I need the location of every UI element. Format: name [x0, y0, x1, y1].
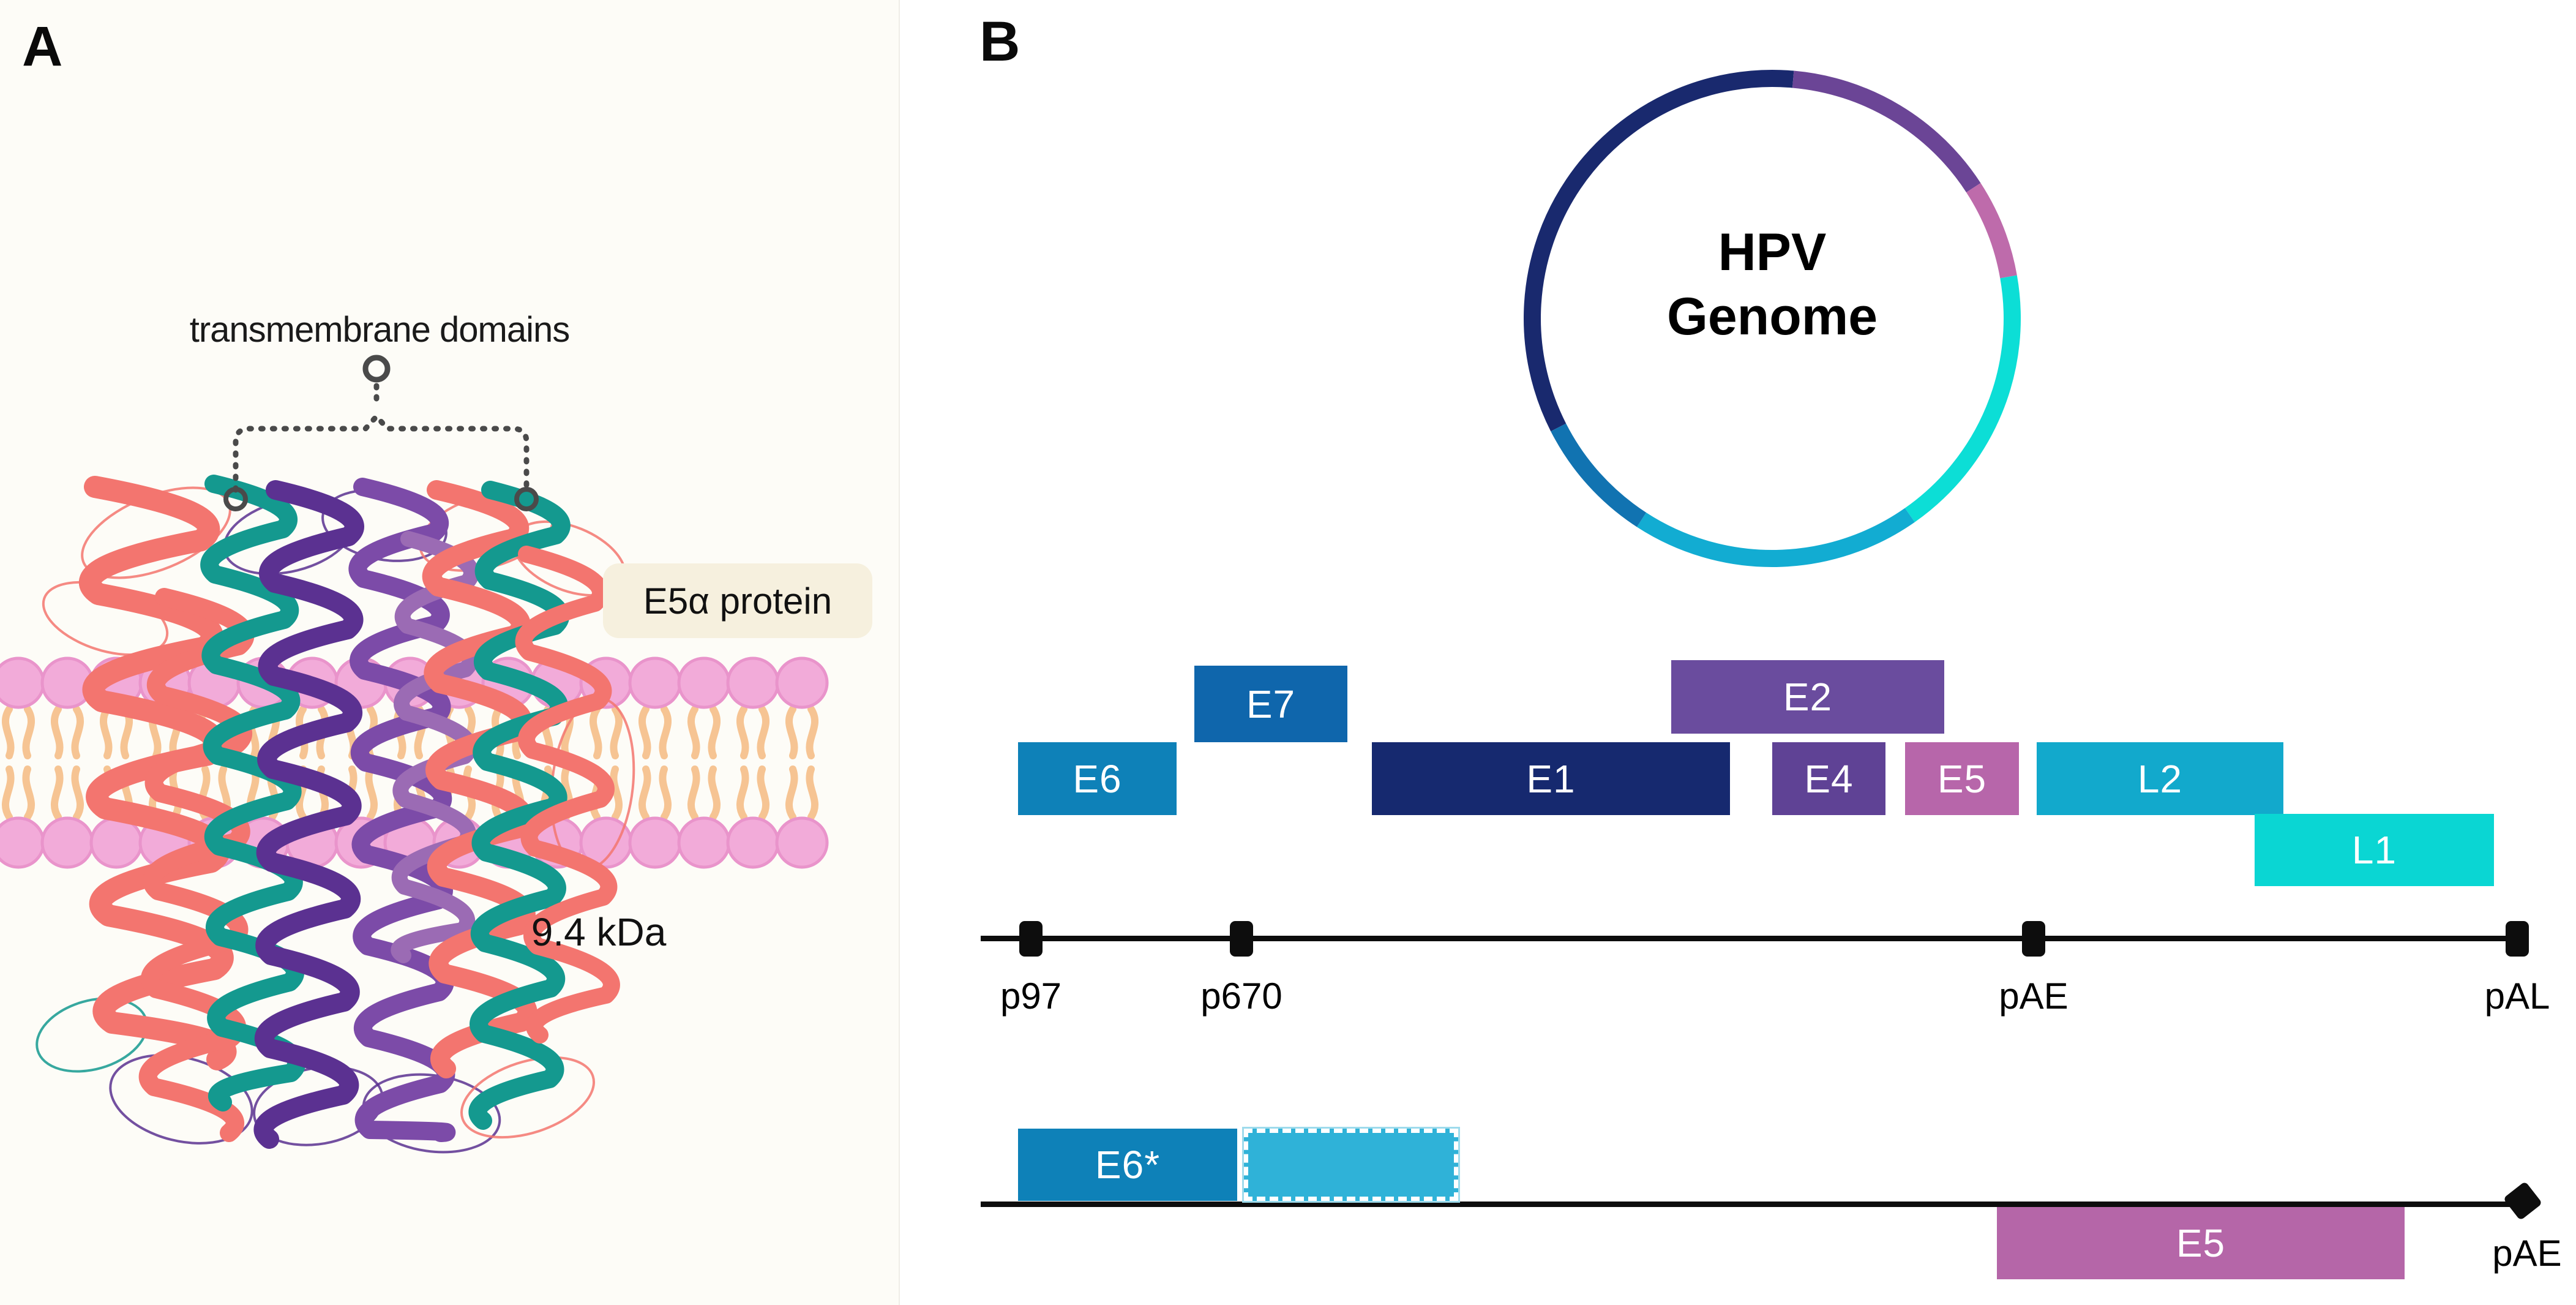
protein-name-badge: E5α protein	[603, 563, 872, 638]
gene-box-E5: E5	[1905, 742, 2019, 815]
axis-label-pAL: pAL	[2484, 976, 2550, 1017]
ring-segment-cyan-bright	[1904, 275, 2021, 522]
protein-helices	[78, 475, 620, 1149]
panel-a: A transmembrane domains E5α protein 9.4 …	[0, 0, 900, 1305]
hpv-genome-ring	[1524, 70, 2021, 567]
axis-marker-p670	[1230, 921, 1253, 957]
bracket-right-ring-icon	[514, 487, 539, 511]
gene-box-E2: E2	[1671, 660, 1944, 734]
genome-title: HPV Genome	[1515, 220, 2029, 349]
axis-marker-pAE	[2022, 921, 2045, 957]
protein-name-text: E5α protein	[643, 580, 833, 622]
gene-box-E1: E1	[1372, 742, 1730, 815]
transcript-axis-line	[981, 1202, 2515, 1207]
ring-segment-purple	[1792, 70, 1981, 193]
bracket-left-ring-icon	[223, 487, 248, 511]
gene-box-E6: E6	[1018, 742, 1177, 815]
panel-b-label: B	[979, 10, 1020, 73]
gene-box-L2: L2	[2037, 742, 2283, 815]
bracket-path	[233, 412, 530, 493]
protein-membrane-illustration	[0, 355, 829, 1154]
transcript-box-E6*: E6*	[1018, 1129, 1237, 1201]
axis-label-p97: p97	[1000, 976, 1062, 1017]
gene-box-L1: L1	[2255, 814, 2494, 886]
bracket-top-ring-icon	[362, 355, 391, 383]
ring-segment-navy	[1524, 70, 1794, 432]
transmembrane-bracket	[223, 355, 539, 511]
ring-segment-pink	[1966, 182, 2017, 279]
genome-title-line1: HPV	[1718, 223, 1827, 282]
transmembrane-domains-annotation: transmembrane domains	[189, 310, 571, 350]
genome-title-line2: Genome	[1666, 287, 1878, 346]
transcript-end-marker	[2503, 1181, 2543, 1221]
gene-box-E7: E7	[1194, 666, 1347, 742]
ring-segment-cyan-medium	[1636, 508, 1915, 567]
transcript-end-label: pAE	[2492, 1233, 2562, 1274]
ring-segment-blue	[1551, 423, 1647, 527]
transcript-box-E5: E5	[1997, 1207, 2405, 1279]
axis-label-pAE: pAE	[1999, 976, 2069, 1017]
protein-mass-label: 9.4 kDa	[531, 910, 667, 954]
gene-box-E4: E4	[1772, 742, 1885, 815]
axis-marker-p97	[1019, 921, 1043, 957]
axis-marker-pAL	[2506, 921, 2529, 957]
axis-label-p670: p670	[1200, 976, 1282, 1017]
transcript-box-spliced-region	[1244, 1129, 1458, 1201]
panel-a-label: A	[22, 15, 63, 78]
genome-axis-line	[981, 936, 2527, 941]
